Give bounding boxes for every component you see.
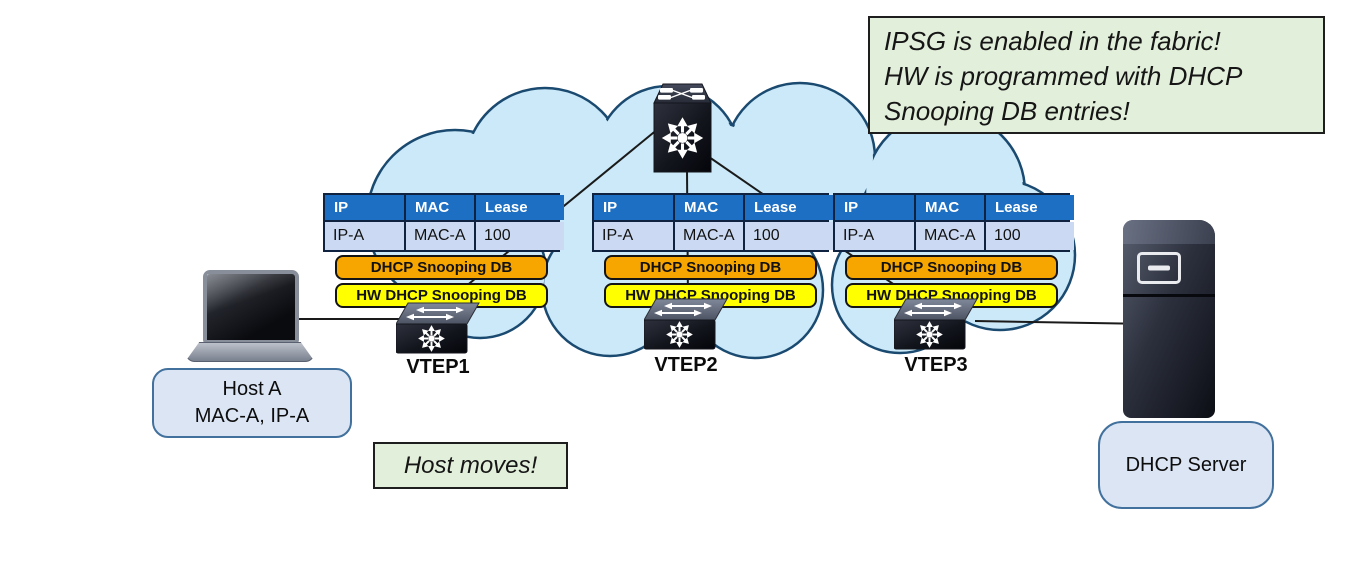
server-icon: [1123, 220, 1215, 418]
ipsg-annotation: IPSG is enabled in the fabric! HW is pro…: [868, 16, 1325, 134]
vtep1-switch-icon: [396, 302, 480, 354]
vtep1-label: VTEP1: [406, 356, 470, 378]
cell-ip: IP-A: [325, 222, 404, 250]
cell-lease: 100: [745, 222, 833, 250]
laptop-base: [185, 342, 315, 362]
cell-lease: 100: [986, 222, 1074, 250]
dhcp-snooping-db-badge: DHCP Snooping DB: [845, 255, 1058, 280]
snooping-table-vtep1: IP MAC Lease IP-A MAC-A 100 DHCP Snoopin…: [323, 193, 564, 308]
vtep2-switch-icon: [644, 298, 728, 350]
snooping-table-vtep3: IP MAC Lease IP-A MAC-A 100 DHCP Snoopin…: [833, 193, 1074, 308]
column-header-lease: Lease: [745, 195, 833, 220]
column-header-ip: IP: [835, 195, 914, 220]
server-divider: [1123, 294, 1215, 297]
dhcp-snooping-db-badge: DHCP Snooping DB: [604, 255, 817, 280]
host-moves-annotation: Host moves!: [373, 442, 568, 489]
cell-mac: MAC-A: [406, 222, 474, 250]
column-header-lease: Lease: [986, 195, 1074, 220]
link-vtep3-server: [974, 320, 1149, 325]
vtep3-label: VTEP3: [904, 354, 968, 376]
snooping-table-vtep2: IP MAC Lease IP-A MAC-A 100 DHCP Snoopin…: [592, 193, 833, 308]
column-header-lease: Lease: [476, 195, 564, 220]
dhcp-server-label-box: DHCP Server: [1098, 421, 1274, 509]
laptop-icon: [203, 270, 299, 344]
vtep2-label: VTEP2: [654, 354, 718, 376]
column-header-mac: MAC: [916, 195, 984, 220]
column-header-mac: MAC: [675, 195, 743, 220]
host-detail: MAC-A, IP-A: [194, 405, 310, 427]
host-a-label-box: Host A MAC-A, IP-A: [152, 368, 352, 438]
binding-table: IP MAC Lease IP-A MAC-A 100: [323, 193, 564, 252]
server-emblem-icon: [1137, 252, 1181, 284]
spine-switch-icon: [653, 83, 712, 173]
cell-ip: IP-A: [835, 222, 914, 250]
column-header-ip: IP: [325, 195, 404, 220]
column-header-mac: MAC: [406, 195, 474, 220]
vtep3-switch-icon: [894, 298, 978, 350]
binding-table: IP MAC Lease IP-A MAC-A 100: [833, 193, 1074, 252]
cell-ip: IP-A: [594, 222, 673, 250]
column-header-ip: IP: [594, 195, 673, 220]
host-name: Host A: [222, 378, 282, 400]
dhcp-server-label: DHCP Server: [1125, 453, 1247, 476]
cell-lease: 100: [476, 222, 564, 250]
dhcp-snooping-db-badge: DHCP Snooping DB: [335, 255, 548, 280]
cell-mac: MAC-A: [675, 222, 743, 250]
binding-table: IP MAC Lease IP-A MAC-A 100: [592, 193, 833, 252]
cell-mac: MAC-A: [916, 222, 984, 250]
